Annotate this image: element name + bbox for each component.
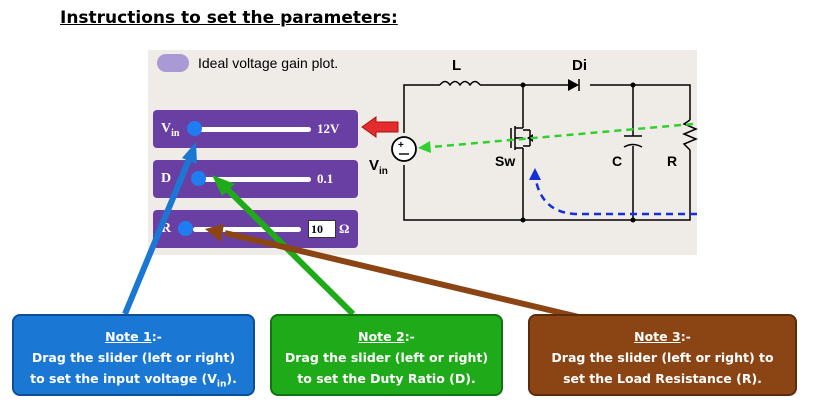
source-label: Vin xyxy=(369,157,388,177)
d-slider-track[interactable] xyxy=(193,177,311,182)
note-2: Note 2:- Drag the slider (left or right)… xyxy=(270,314,503,396)
vin-value: 12V xyxy=(317,121,340,136)
note-3-title: Note 3:- xyxy=(634,329,691,344)
svg-text:+: + xyxy=(398,140,404,151)
r-slider-knob[interactable] xyxy=(178,221,193,236)
r-slider-track[interactable] xyxy=(193,227,301,232)
note-2-line2: to set the Duty Ratio (D). xyxy=(297,371,476,386)
d-slider-label: D xyxy=(161,171,172,186)
note-1-line2: to set the input voltage (Vin). xyxy=(30,371,237,390)
note-3-line1: Drag the slider (left or right) to xyxy=(551,350,774,365)
vin-slider-knob[interactable] xyxy=(187,121,202,136)
diode-label: Di xyxy=(572,57,587,74)
page-title: Instructions to set the parameters: xyxy=(60,8,398,28)
r-unit: Ω xyxy=(339,221,350,236)
voltage-source-symbol xyxy=(391,136,417,162)
note-2-line1: Drag the slider (left or right) xyxy=(284,350,489,365)
resistor-label: R xyxy=(667,153,677,169)
switch-label: Sw xyxy=(495,153,515,169)
d-slider-knob[interactable] xyxy=(191,171,206,186)
note-3-line2: set the Load Resistance (R). xyxy=(563,371,762,386)
note-3: Note 3:- Drag the slider (left or right)… xyxy=(528,314,797,396)
note-1: Note 1:- Drag the slider (left or right)… xyxy=(12,314,255,396)
vin-slider-label: Vin xyxy=(161,121,180,139)
red-arrow-icon xyxy=(361,116,399,138)
inductor-label: L xyxy=(452,57,461,74)
vin-slider-box: Vin 12V xyxy=(153,110,358,148)
ideal-gain-toggle[interactable] xyxy=(157,54,189,72)
note-1-title: Note 1:- xyxy=(105,329,162,344)
r-value-input[interactable]: 10 xyxy=(308,220,336,238)
ideal-gain-toggle-label: Ideal voltage gain plot. xyxy=(198,55,339,71)
r-slider-label: R xyxy=(161,221,172,236)
d-value: 0.1 xyxy=(317,171,334,186)
capacitor-label: C xyxy=(612,153,622,169)
vin-slider-track[interactable] xyxy=(193,127,311,132)
note-1-line1: Drag the slider (left or right) xyxy=(31,350,236,365)
note-2-title: Note 2:- xyxy=(358,329,415,344)
